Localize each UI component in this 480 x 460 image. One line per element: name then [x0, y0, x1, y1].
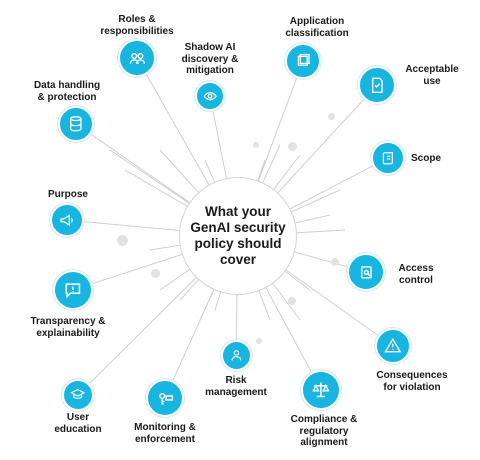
decor-spoke-line [204, 159, 215, 183]
transparency-node [53, 270, 93, 310]
decor-dot [253, 142, 259, 148]
warning-icon [384, 338, 402, 353]
database-icon [70, 116, 82, 132]
decor-spoke-line [273, 154, 301, 190]
center-line-4: cover [219, 252, 256, 267]
monitoring-node [146, 379, 184, 417]
data-node [58, 106, 94, 142]
compliance-node [301, 370, 341, 410]
center-circle: What your GenAI security policy should c… [179, 177, 297, 295]
roles-label: Roles &responsibilities [100, 14, 174, 37]
eye-icon [203, 91, 217, 101]
decor-dot [288, 297, 296, 305]
node-connector-line [77, 277, 197, 396]
key-icon [158, 392, 173, 405]
center-line-3: policy should [194, 236, 282, 251]
node-connector-line [66, 219, 180, 231]
education-node [62, 379, 94, 411]
transparency-label: Transparency &explainability [30, 316, 106, 339]
scope-node [371, 141, 405, 175]
monitoring-label: Monitoring &enforcement [134, 422, 196, 445]
person-alert-icon [231, 350, 242, 361]
data-label: Data handling& protection [33, 80, 101, 103]
decor-spoke-line [199, 289, 215, 321]
center-line-1: What your [204, 204, 271, 219]
chat-icon [65, 283, 81, 299]
decor-spoke-line [257, 159, 266, 181]
decor-spoke-line [124, 169, 188, 207]
decor-dot [328, 113, 335, 120]
people-icon [129, 52, 145, 64]
scroll-icon [382, 151, 393, 165]
decor-dot [151, 269, 160, 278]
decor-spoke-line [159, 269, 190, 291]
decor-spoke-line [109, 149, 190, 204]
node-connector-line [258, 60, 304, 181]
access-node [347, 253, 385, 291]
stack-icon [297, 54, 310, 67]
lock-icon [360, 265, 372, 279]
acceptable-node [358, 66, 396, 104]
decor-spoke-line [262, 144, 281, 183]
decor-dot [256, 338, 262, 344]
center-line-2: GenAI security [190, 220, 286, 235]
node-connector-line [290, 157, 389, 210]
node-connector-line [285, 269, 394, 347]
megaphone-icon [60, 214, 73, 226]
decor-spoke-line [159, 149, 199, 193]
node-connector-line [75, 123, 190, 203]
decor-spoke-line [258, 290, 271, 321]
purpose-label: Purpose [47, 189, 88, 200]
purpose-node [50, 203, 84, 237]
roles-node [118, 39, 156, 77]
graduation-cap-icon [70, 389, 86, 400]
risk-node [221, 340, 252, 371]
decor-dot [331, 258, 339, 266]
decor-spoke-line [291, 189, 341, 213]
scales-icon [312, 382, 330, 398]
shadow-node [195, 81, 225, 111]
node-connector-line [277, 84, 378, 193]
application-node [285, 43, 321, 79]
decor-spoke-line [272, 283, 301, 321]
consequences-node [375, 328, 411, 364]
decor-spoke-line [179, 279, 199, 301]
document-check-icon [371, 77, 383, 93]
decor-dot [288, 142, 297, 151]
scope-label: Scope [411, 153, 442, 164]
decor-spoke-line [284, 270, 311, 291]
decor-dot [117, 235, 128, 246]
decor-spoke-line [149, 244, 180, 251]
node-connector-line [136, 57, 210, 185]
center-title: What your GenAI security policy should c… [190, 204, 285, 268]
decor-spoke-line [214, 292, 221, 311]
decor-spoke-line [296, 229, 346, 234]
decor-spoke-line [295, 214, 331, 224]
